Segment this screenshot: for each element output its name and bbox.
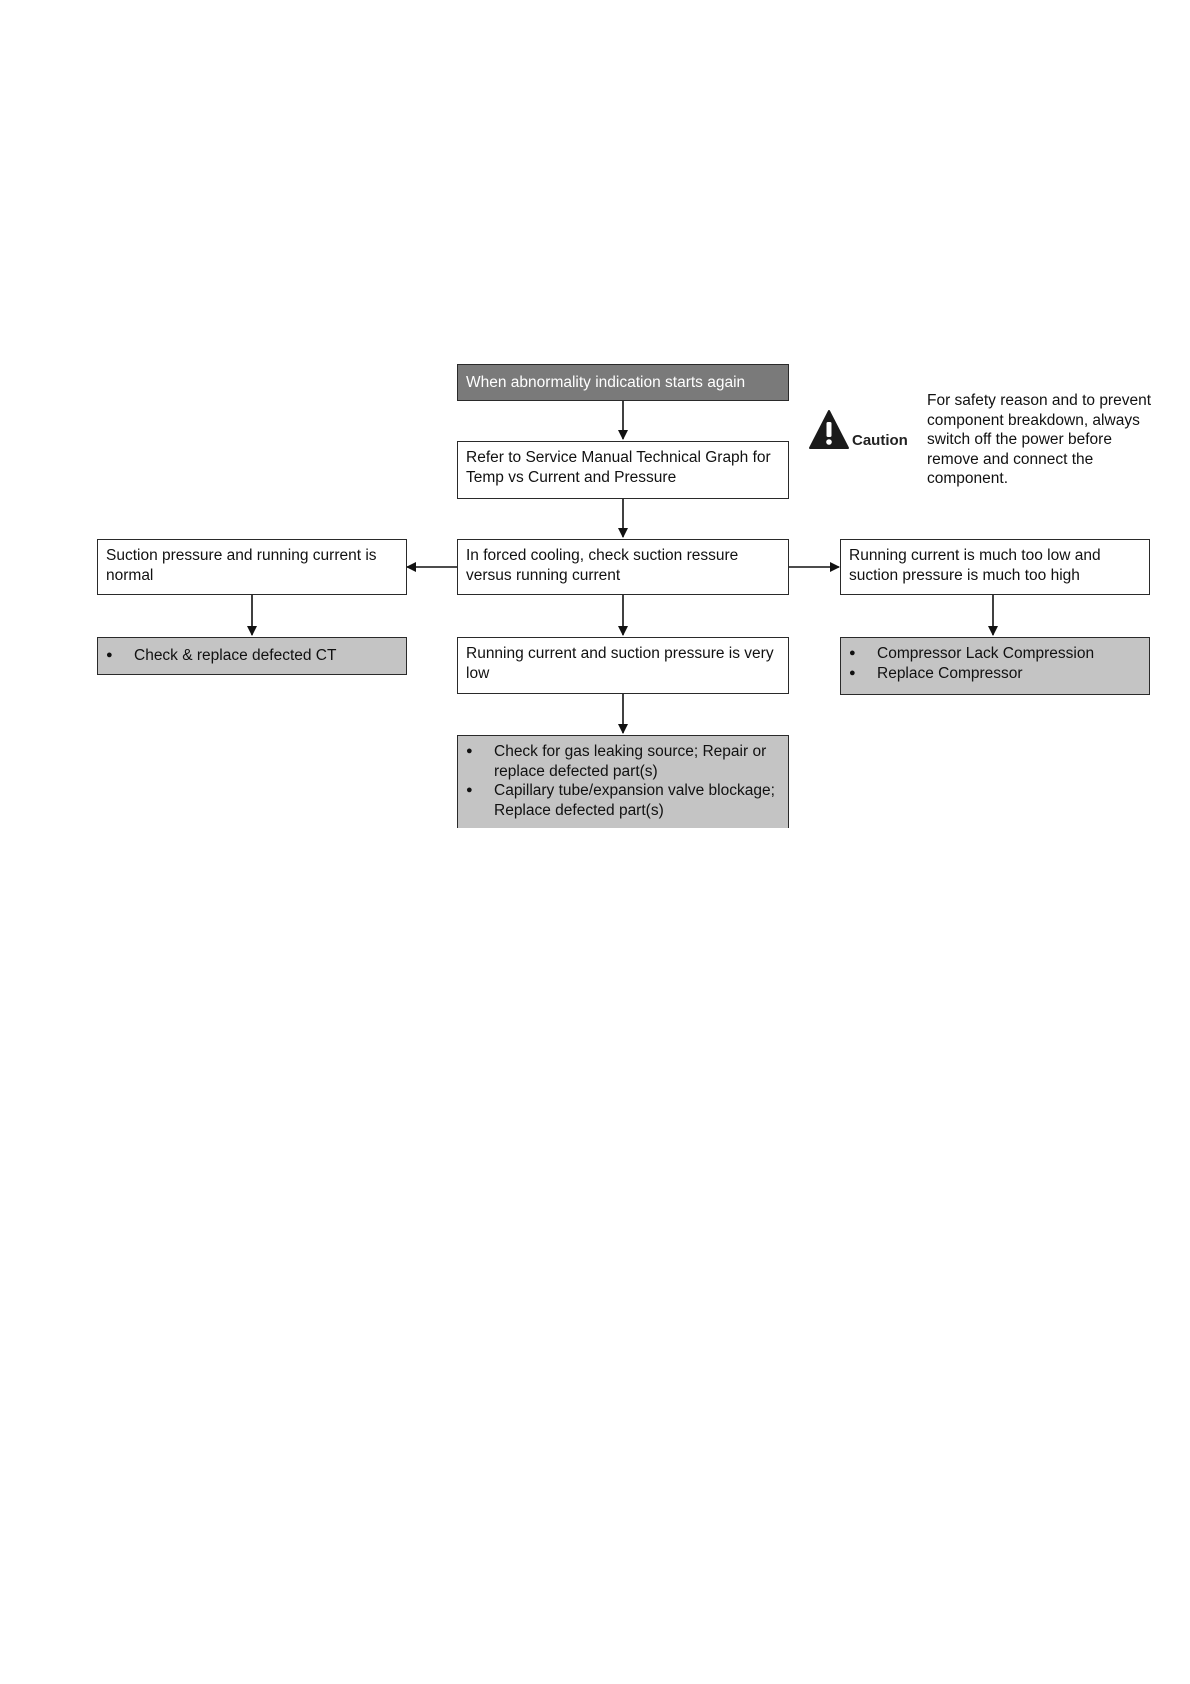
- caution-label: Caution: [852, 432, 908, 449]
- warning-triangle-icon: [809, 410, 849, 449]
- list-item: Replace Compressor: [849, 664, 1141, 684]
- list-item: Check for gas leaking source; Repair or …: [466, 742, 780, 781]
- center-condition-text: Running current and suction pressure is …: [466, 645, 774, 682]
- right-action-box: Compressor Lack Compression Replace Comp…: [840, 637, 1150, 695]
- right-condition-box: Running current is much too low and suct…: [840, 539, 1150, 595]
- list-item: Check & replace defected CT: [106, 646, 398, 666]
- list-item: Compressor Lack Compression: [849, 644, 1141, 664]
- start-box: When abnormality indication starts again: [457, 364, 789, 401]
- check-box: In forced cooling, check suction ressure…: [457, 539, 789, 595]
- start-text: When abnormality indication starts again: [466, 374, 746, 391]
- right-condition-text: Running current is much too low and suct…: [849, 547, 1101, 584]
- center-condition-box: Running current and suction pressure is …: [457, 637, 789, 694]
- refer-box: Refer to Service Manual Technical Graph …: [457, 441, 789, 499]
- center-action-list: Check for gas leaking source; Repair or …: [466, 742, 780, 820]
- check-text: In forced cooling, check suction ressure…: [466, 547, 739, 584]
- center-action-box: Check for gas leaking source; Repair or …: [457, 735, 789, 828]
- list-item: Capillary tube/expansion valve blockage;…: [466, 781, 780, 820]
- left-action-box: Check & replace defected CT: [97, 637, 407, 675]
- left-action-list: Check & replace defected CT: [106, 646, 398, 666]
- right-action-list: Compressor Lack Compression Replace Comp…: [849, 644, 1141, 683]
- left-condition-text: Suction pressure and running current is …: [106, 547, 377, 584]
- caution-text: For safety reason and to prevent compone…: [927, 392, 1152, 487]
- refer-text: Refer to Service Manual Technical Graph …: [466, 449, 771, 486]
- left-condition-box: Suction pressure and running current is …: [97, 539, 407, 595]
